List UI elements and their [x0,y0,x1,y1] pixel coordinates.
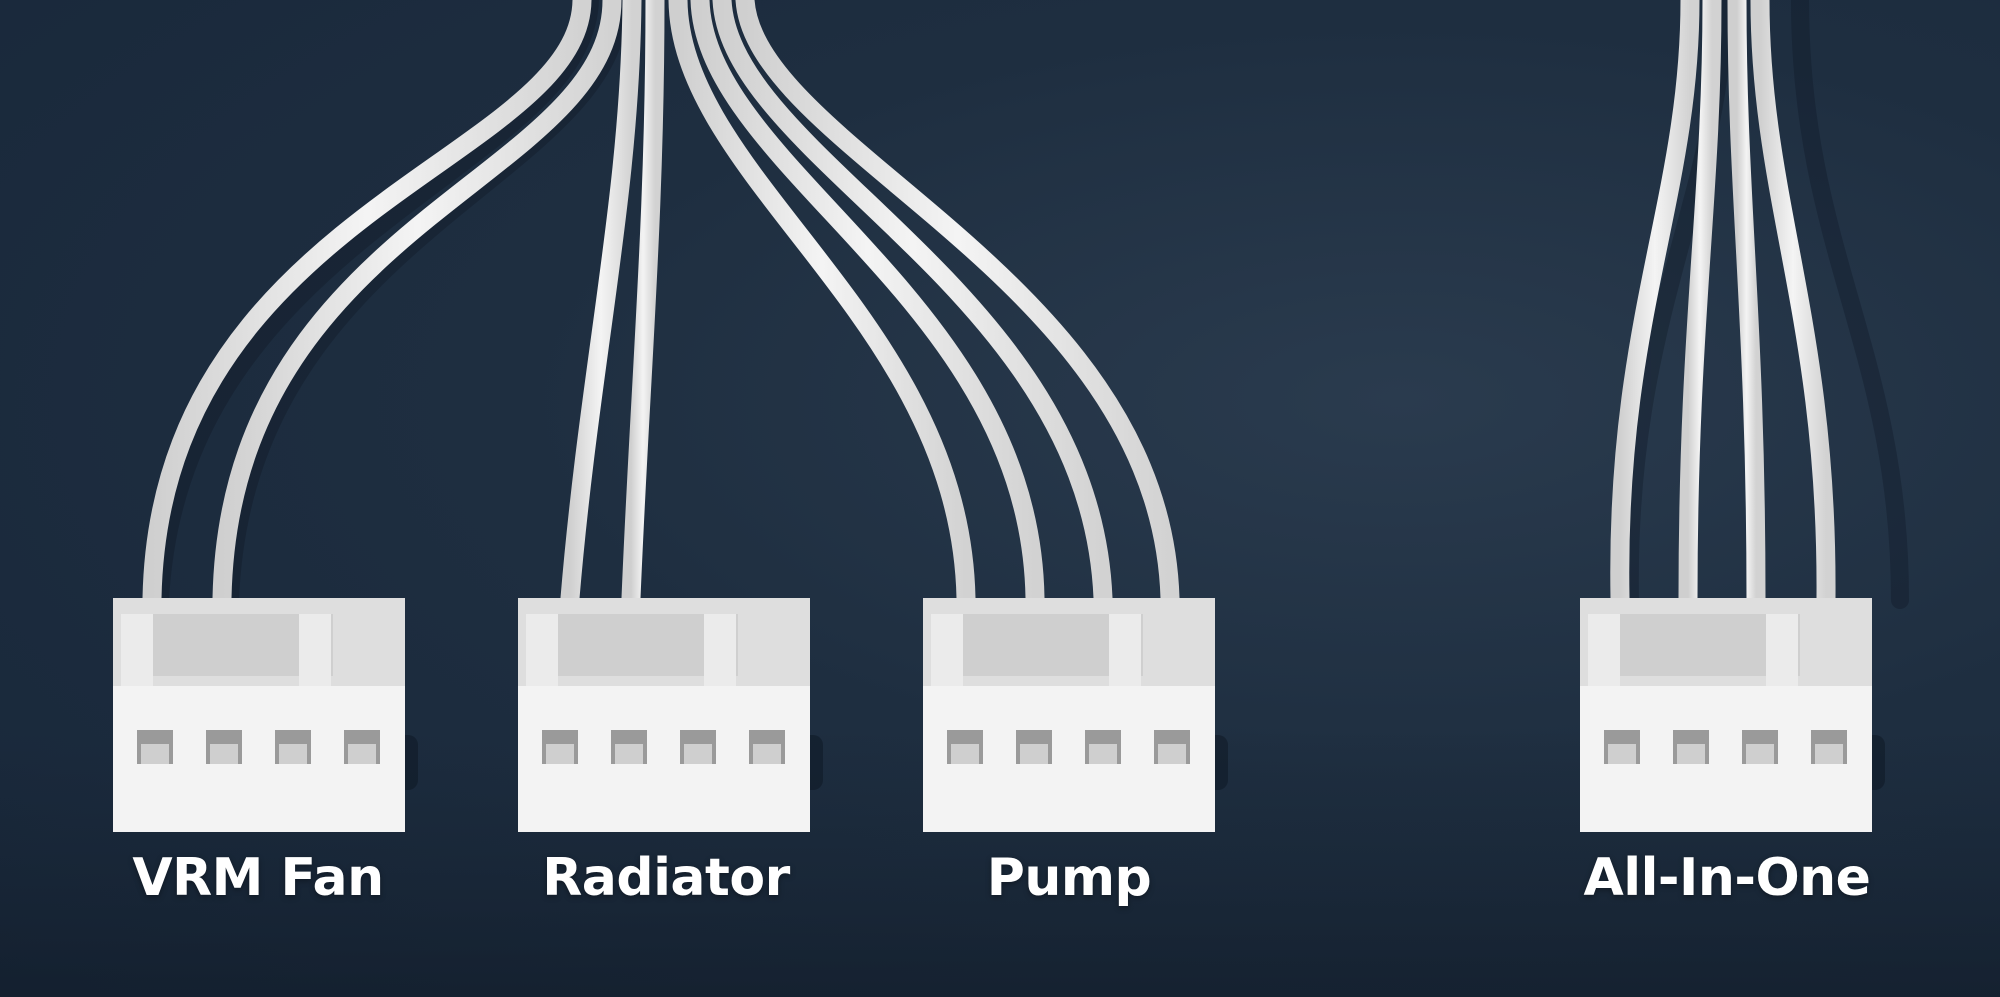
pump-label: Pump [986,848,1152,908]
radiator-connector [518,598,810,832]
vrm-fan-connector [113,598,405,832]
pump-connector [923,598,1215,832]
all-in-one-label: All-In-One [1583,848,1871,908]
vrm-fan-label: VRM Fan [132,848,384,908]
radiator-label: Radiator [542,848,790,908]
radiator-cables [560,0,665,608]
all-in-one-cables [1610,0,1836,608]
vrm-fan-cables [142,0,622,608]
all-in-one-connector [1580,598,1872,832]
pump-cables [668,0,1180,608]
